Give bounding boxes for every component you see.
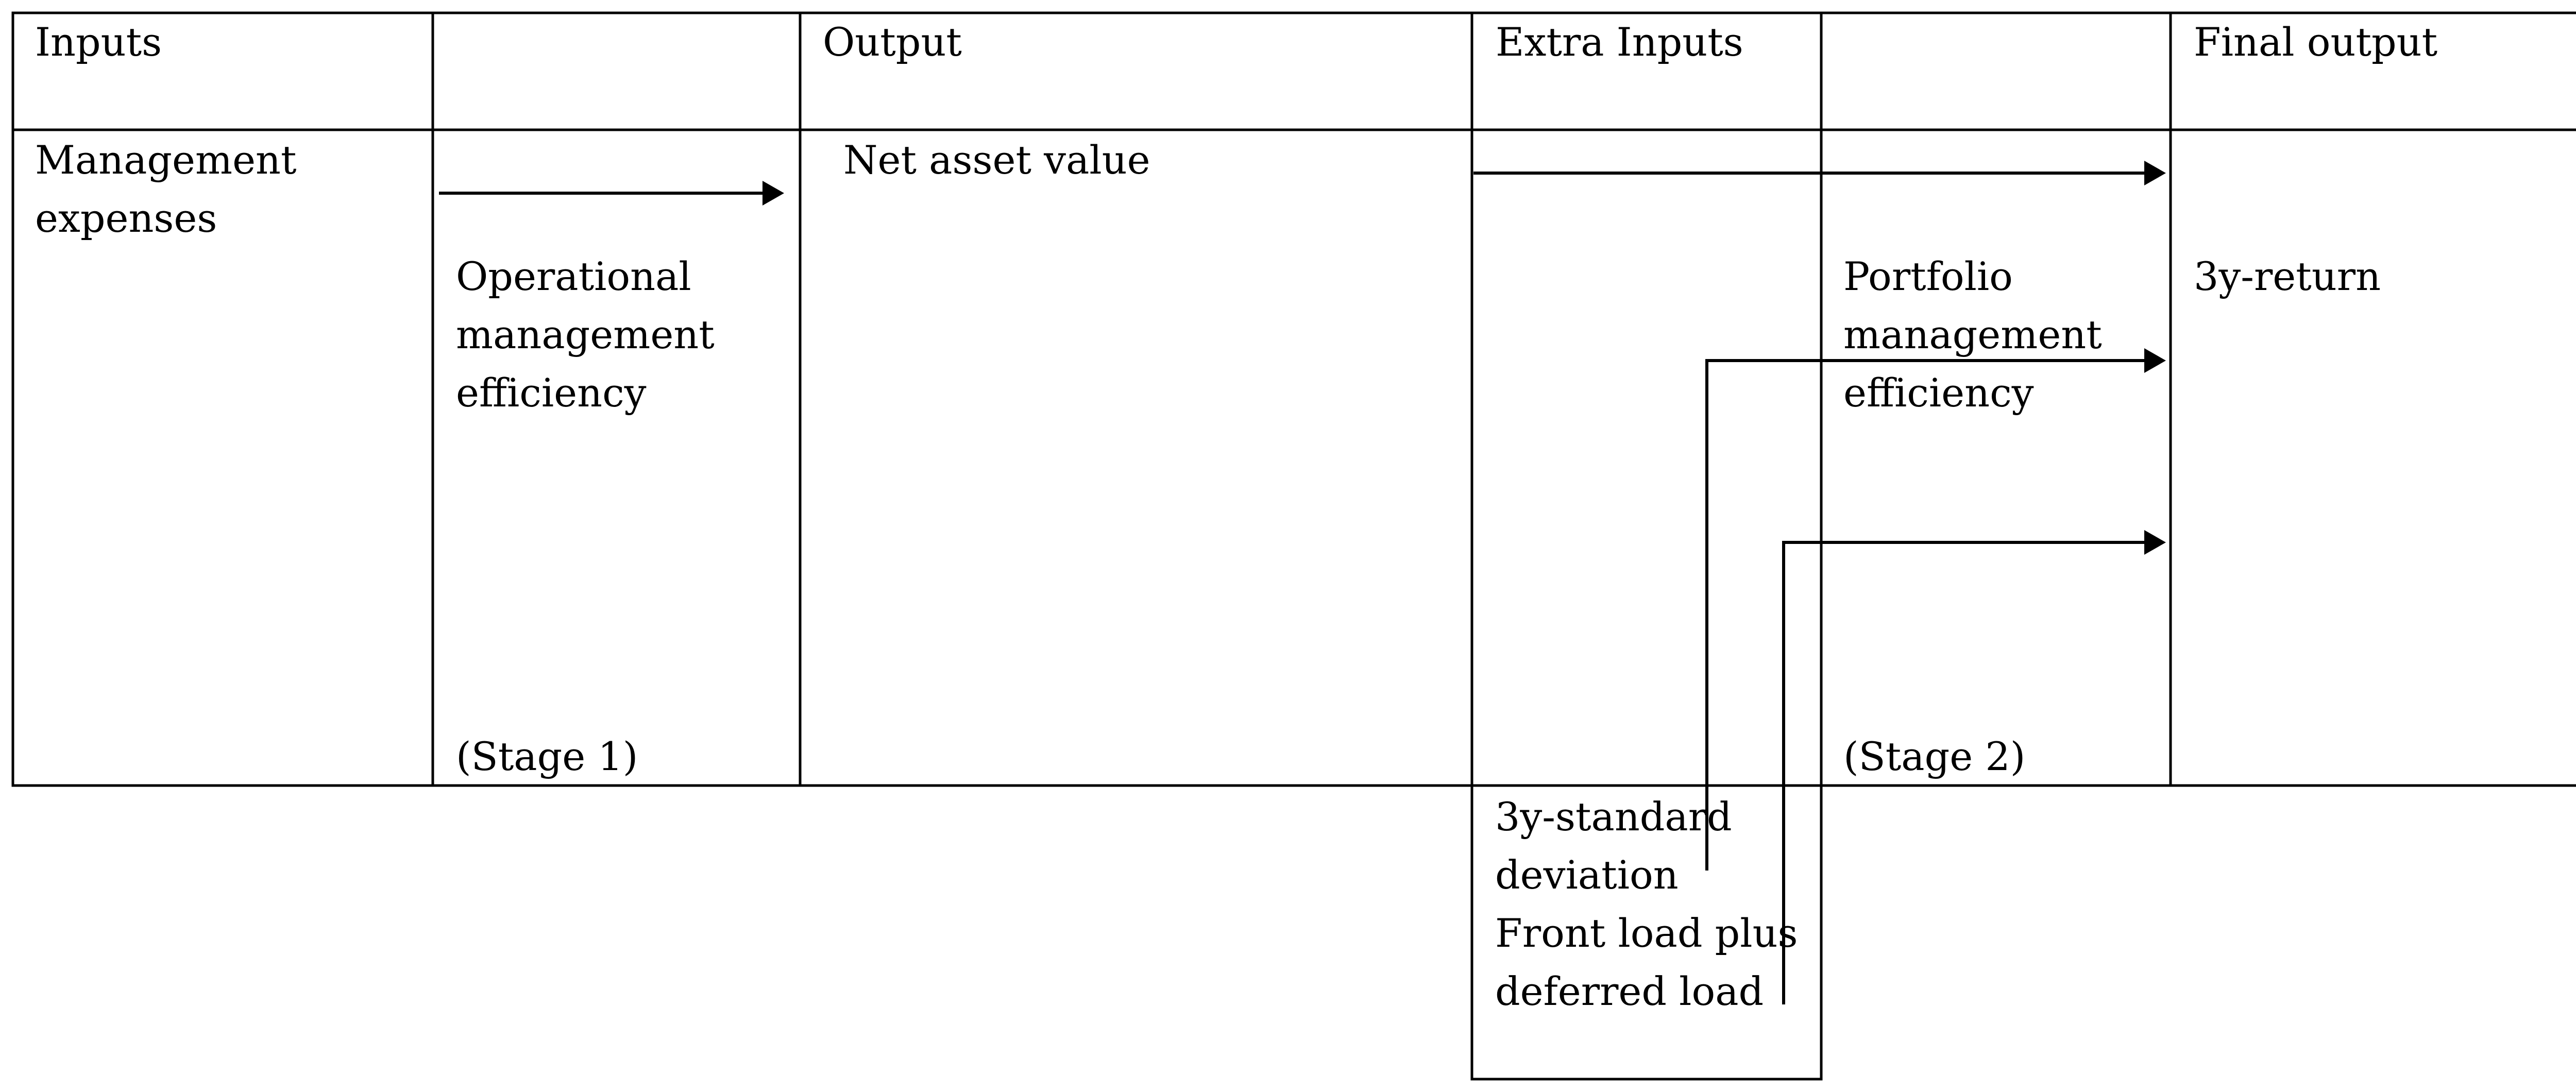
stage-2-label: (Stage 2) [1843,733,2025,779]
header-row: Inputs Output Extra Inputs Final output [35,19,2437,65]
loads-label: Front load plus deferred load [1495,910,1810,1014]
arrow-loads-to-return [1782,530,2166,1004]
loads-line-2: deferred load [1495,968,1764,1014]
arrow-loads-to-return-head [2144,530,2166,555]
operational-efficiency-label: Operational management efficiency [456,253,727,416]
operational-efficiency-line-1: Operational [456,253,691,299]
net-asset-value-label: Net asset value [843,137,1150,183]
operational-efficiency-line-3: efficiency [456,370,647,416]
main-table-border [11,11,2576,787]
arrow-expenses-to-nav-head [762,181,784,206]
loads-line-1: Front load plus [1495,910,1798,956]
portfolio-efficiency-line-3: efficiency [1843,370,2034,416]
arrows [439,161,2166,1004]
management-expenses-line-1: Management [35,137,297,183]
arrow-nav-to-return [1473,161,2166,185]
table-grid [11,11,2576,1081]
std-dev-label: 3y-standard deviation [1495,794,1744,898]
portfolio-efficiency-label: Portfolio management efficiency [1843,253,2114,416]
management-expenses-line-2: expenses [35,195,217,241]
arrow-std-dev-to-return-head [2144,348,2166,373]
extra-inputs-box [1470,786,1823,1081]
extra-inputs-cells: 3y-standard deviation Front load plus de… [1495,794,1810,1014]
arrow-expenses-to-nav [439,181,784,206]
header-output: Output [823,19,962,65]
three-year-return-label: 3y-return [2194,253,2381,299]
portfolio-efficiency-line-2: management [1843,312,2102,357]
stage-1-label: (Stage 1) [456,733,638,779]
std-dev-line-1: 3y-standard [1495,794,1732,840]
header-extra-inputs: Extra Inputs [1496,19,1743,65]
body-cells: Management expenses Operational manageme… [35,137,2381,779]
arrow-std-dev-to-return [1705,348,2166,871]
operational-efficiency-line-2: management [456,312,715,357]
arrow-std-dev-to-return-shaft [1705,359,2145,871]
arrow-loads-to-return-shaft [1782,541,2145,1004]
portfolio-efficiency-line-1: Portfolio [1843,253,2013,299]
std-dev-line-2: deviation [1495,852,1679,898]
header-inputs: Inputs [35,19,162,65]
management-expenses-label: Management expenses [35,137,309,241]
header-final-output: Final output [2194,19,2437,65]
arrow-nav-to-return-head [2144,161,2166,185]
